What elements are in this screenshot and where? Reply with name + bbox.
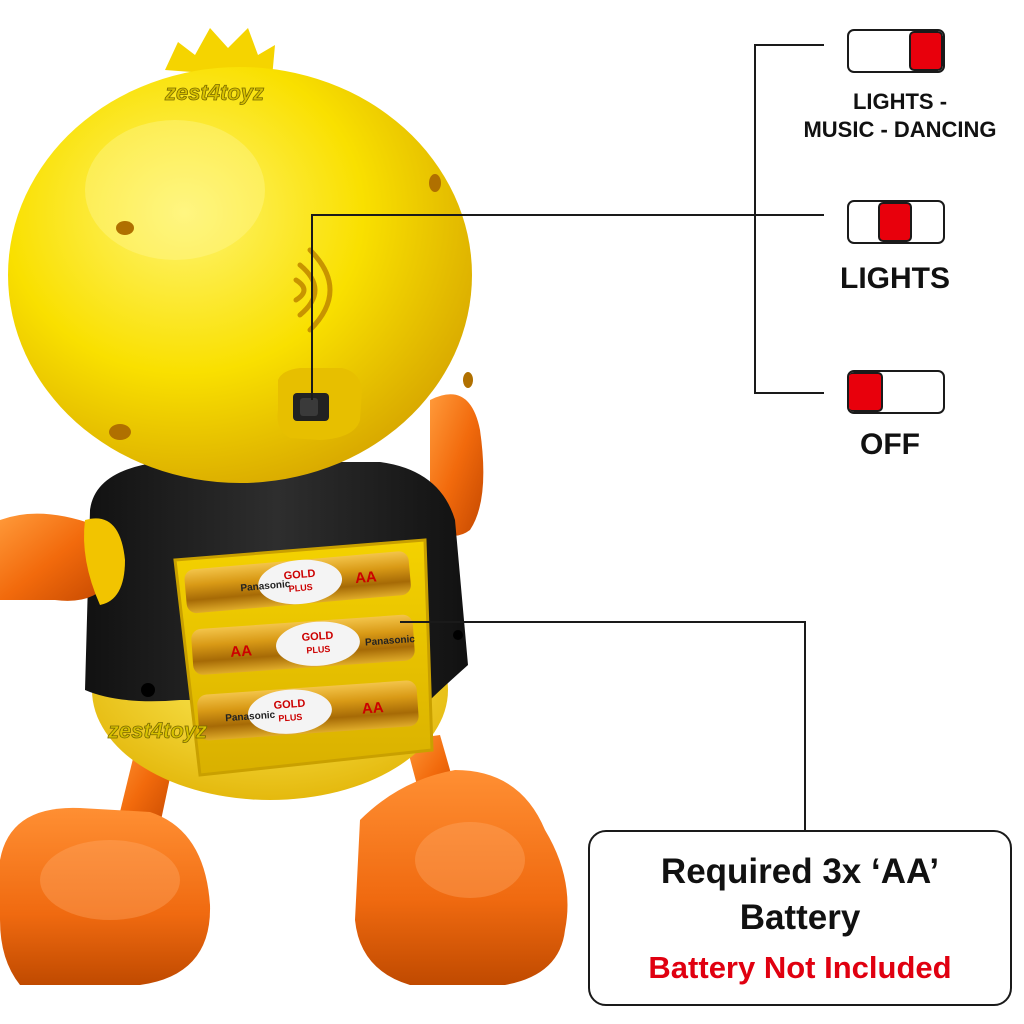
battery-callout-line bbox=[400, 621, 806, 832]
switch-knob-middle bbox=[878, 202, 912, 242]
switch-knob-right bbox=[909, 31, 943, 71]
left-arm bbox=[0, 513, 125, 605]
battery-middle-brand: Panasonic bbox=[365, 634, 416, 648]
battery-top-line1: GOLD bbox=[283, 568, 316, 583]
battery-top-line2: PLUS bbox=[288, 582, 313, 594]
mode-label-lights-music-dancing: LIGHTS - MUSIC - DANCING bbox=[775, 88, 1024, 144]
battery-not-included-text: Battery Not Included bbox=[648, 950, 952, 985]
left-foot bbox=[0, 807, 211, 985]
battery-middle: GOLD PLUS AA Panasonic bbox=[191, 614, 416, 675]
battery-middle-line1: GOLD bbox=[301, 630, 334, 644]
battery-top-size: AA bbox=[354, 568, 377, 587]
battery-word-text: Battery bbox=[739, 898, 861, 937]
mode-label-line2: MUSIC - DANCING bbox=[803, 117, 997, 142]
battery-bottom-brand: Panasonic bbox=[225, 710, 276, 724]
right-foot bbox=[355, 770, 568, 985]
mode-label-off: OFF bbox=[860, 428, 920, 461]
battery-bottom-line1: GOLD bbox=[273, 698, 306, 712]
battery-middle-line2: PLUS bbox=[306, 644, 331, 656]
battery-middle-size: AA bbox=[230, 642, 253, 660]
switch-diagram-lights-music-dancing bbox=[847, 29, 945, 73]
switch-callout-lines bbox=[311, 44, 824, 400]
mode-label-lights: LIGHTS bbox=[840, 262, 950, 295]
mode-label-line1: LIGHTS - bbox=[852, 89, 948, 114]
switch-diagram-lights bbox=[847, 200, 945, 244]
battery-requirement-text: Required 3x ‘AA’ bbox=[660, 852, 940, 891]
watermark-bottom: zest4toyz bbox=[107, 718, 207, 743]
battery-top-brand: Panasonic bbox=[240, 579, 291, 594]
power-switch bbox=[277, 368, 362, 440]
battery-info-box: Required 3x ‘AA’ Battery Battery Not Inc… bbox=[588, 830, 1012, 1006]
battery-bottom-size: AA bbox=[361, 699, 384, 717]
battery-bottom-line2: PLUS bbox=[278, 712, 303, 724]
battery-bottom: GOLD PLUS AA Panasonic bbox=[197, 680, 419, 741]
switch-knob-left bbox=[849, 372, 883, 412]
switch-diagram-off bbox=[847, 370, 945, 414]
watermark-top: zest4toyz bbox=[164, 80, 264, 105]
battery-top: GOLD PLUS AA Panasonic bbox=[184, 551, 411, 614]
